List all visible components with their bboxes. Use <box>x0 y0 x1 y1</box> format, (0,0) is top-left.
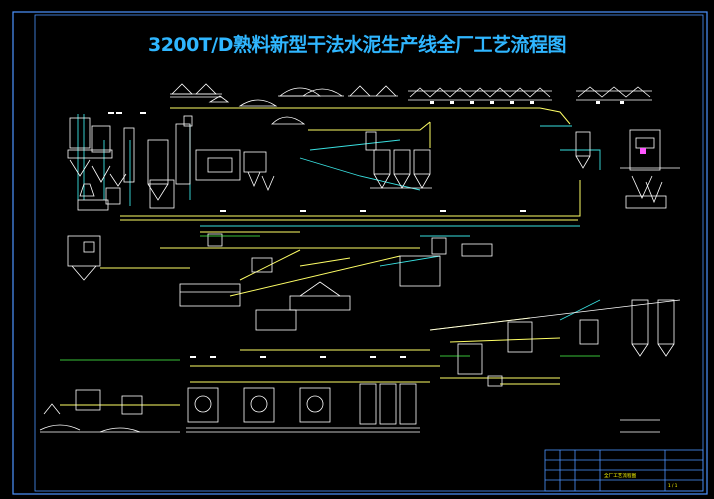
title-block-sheet: 1 / 1 <box>668 483 678 488</box>
legend-marks <box>620 419 660 433</box>
packing-section <box>39 389 180 433</box>
gas-duct-lines <box>77 114 601 321</box>
equipment-label-stubs <box>108 112 526 358</box>
kiln-section <box>67 233 493 331</box>
homogenizing-silos <box>365 131 432 189</box>
auxiliary-lines-green <box>60 235 600 361</box>
preheater-tower <box>67 117 127 211</box>
raw-material-storage <box>170 83 652 125</box>
kiln-preheater-right <box>575 129 680 209</box>
inner-frame <box>34 14 704 492</box>
raw-mill-section <box>123 115 275 209</box>
title-block-drawing-name: 全厂工艺流程图 <box>604 472 637 479</box>
drawing-title: 3200T/D熟料新型干法水泥生产线全厂工艺流程图 <box>147 34 567 56</box>
material-flow-lines <box>60 107 581 406</box>
cement-storage-right <box>429 299 681 387</box>
title-block <box>544 449 704 492</box>
storage-stockpile-marks <box>430 101 624 104</box>
outer-frame <box>12 11 708 495</box>
cement-mill-section <box>186 383 420 433</box>
